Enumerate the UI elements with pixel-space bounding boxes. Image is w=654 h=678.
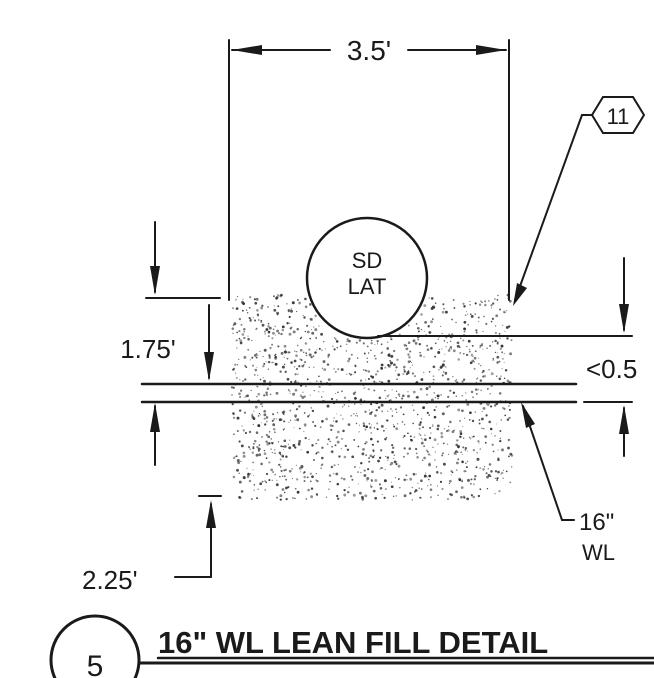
bottom-depth-dimension: 2.25' [82, 495, 222, 595]
detail-title: 16" WL LEAN FILL DETAIL [158, 625, 548, 660]
keynote-callout: 11 [513, 96, 646, 306]
width-dimension-label: 3.5' [347, 35, 391, 66]
water-line-label-line1: 16" [579, 509, 614, 536]
keynote-number: 11 [607, 104, 630, 129]
water-line-16in [140, 382, 578, 466]
bottom-depth-label: 2.25' [82, 565, 138, 595]
top-depth-dimension: 1.75' [120, 221, 221, 381]
keynote-hexagon-icon [590, 96, 646, 134]
water-line-label-line2: WL [582, 540, 615, 565]
width-dimension: 3.5' [228, 35, 510, 301]
detail-title-block: 5 16" WL LEAN FILL DETAIL [49, 614, 654, 678]
detail-number: 5 [87, 650, 104, 678]
storm-drain-lateral-pipe: SD LAT [305, 216, 429, 340]
top-depth-label: 1.75' [120, 334, 176, 364]
clearance-dimension: <0.5 [377, 257, 637, 457]
clearance-label: <0.5 [586, 354, 637, 384]
water-line-callout: 16" WL [521, 402, 615, 565]
pipe-label-line1: SD [352, 248, 383, 273]
pipe-label-line2: LAT [348, 274, 387, 299]
detail-number-bubble [49, 614, 141, 678]
lean-fill-area [230, 293, 514, 501]
